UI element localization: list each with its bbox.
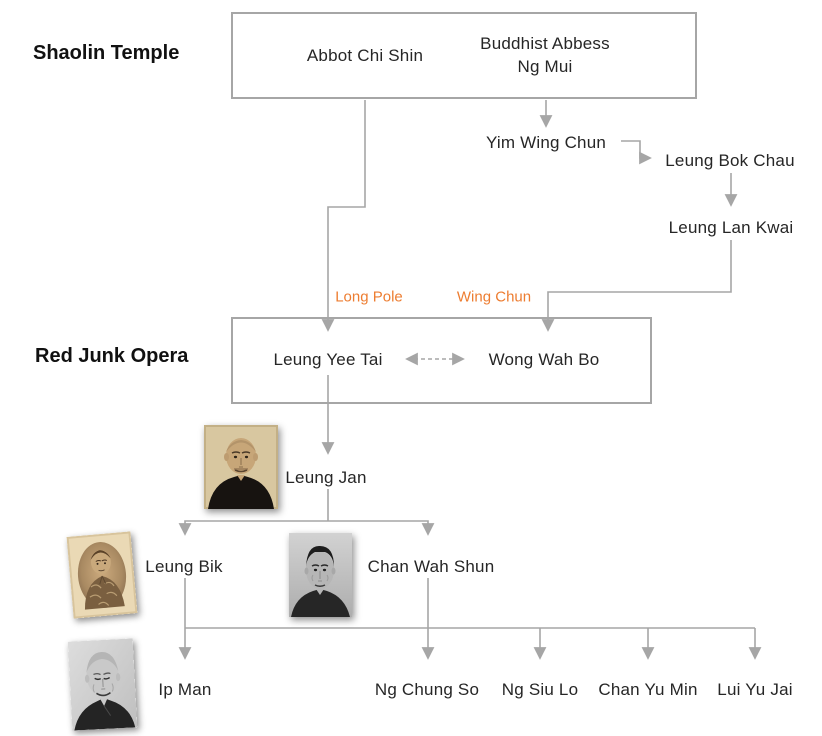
node-leung-bik: Leung Bik <box>145 557 223 576</box>
node-ip-man: Ip Man <box>158 680 212 699</box>
node-ng-mui-line2: Ng Mui <box>517 57 573 76</box>
section-label-shaolin-temple: Shaolin Temple <box>33 42 180 64</box>
node-chan-wah-shun: Chan Wah Shun <box>367 557 495 576</box>
node-yim-wing-chun: Yim Wing Chun <box>485 133 607 152</box>
node-ng-mui: Buddhist Abbess Ng Mui <box>480 32 610 78</box>
node-leung-bok-chau: Leung Bok Chau <box>665 151 795 170</box>
edge-branch-leungbik-chanwahshun <box>178 520 435 536</box>
edge-leunglankwai-wongwahbo <box>541 240 732 332</box>
node-ng-siu-lo: Ng Siu Lo <box>501 680 579 699</box>
edge-abbotchishin-leungyeetai <box>321 100 366 332</box>
section-label-red-junk-opera: Red Junk Opera <box>35 345 189 367</box>
ip-man-photo <box>67 638 138 731</box>
edge-label-long-pole: Long Pole <box>335 288 403 306</box>
chan-wah-shun-photo <box>289 533 352 617</box>
node-wong-wah-bo: Wong Wah Bo <box>488 350 600 369</box>
leung-jan-photo <box>204 425 278 509</box>
node-ng-mui-line1: Buddhist Abbess <box>480 34 610 53</box>
node-leung-yee-tai: Leung Yee Tai <box>273 350 383 369</box>
node-ng-chung-so: Ng Chung So <box>374 680 480 699</box>
node-chan-yu-min: Chan Yu Min <box>598 680 698 699</box>
shaolin-temple-box <box>231 12 697 99</box>
node-abbot-chi-shin: Abbot Chi Shin <box>306 46 424 65</box>
leung-bik-photo <box>66 531 138 619</box>
red-junk-opera-box <box>231 317 652 404</box>
node-leung-lan-kwai: Leung Lan Kwai <box>668 218 794 237</box>
edge-yimwingchun-leungbokchau <box>621 140 652 165</box>
node-lui-yu-jai: Lui Yu Jai <box>717 680 793 699</box>
edge-label-wing-chun: Wing Chun <box>456 288 532 306</box>
node-leung-jan: Leung Jan <box>285 468 367 487</box>
